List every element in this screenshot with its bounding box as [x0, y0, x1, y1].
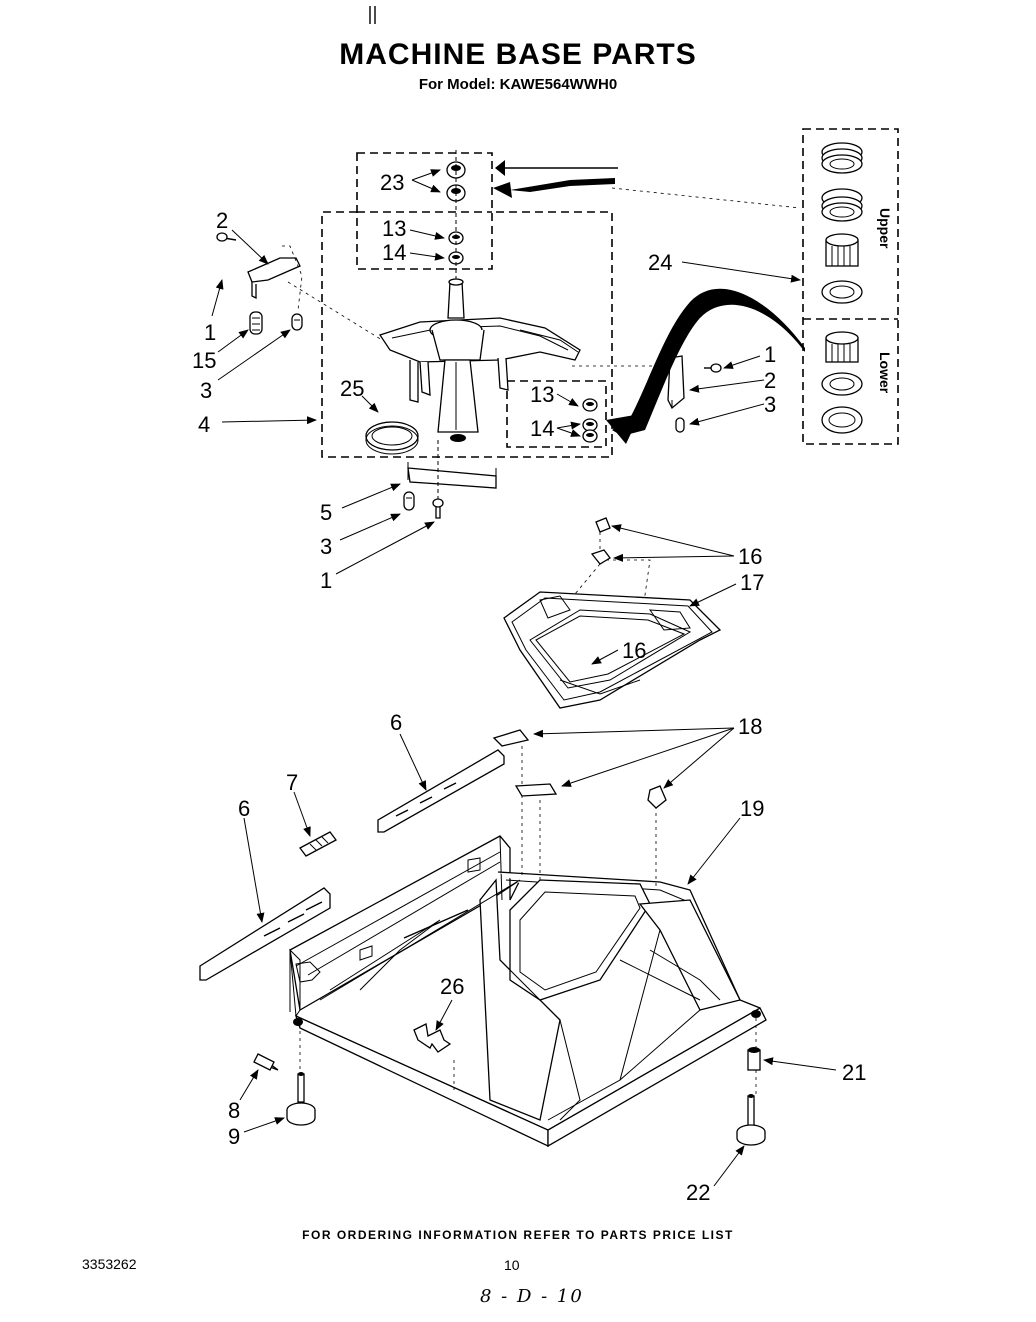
- clip-26: [413, 1023, 452, 1053]
- foot-insert-21: [747, 1047, 761, 1071]
- page-title: MACHINE BASE PARTS: [339, 38, 697, 71]
- callout-9: 9: [228, 1124, 240, 1149]
- inset-upper-label: Upper: [877, 208, 893, 249]
- callout-14-top: 14: [382, 240, 406, 265]
- callout-2-right: 2: [764, 368, 776, 393]
- callout-18: 18: [738, 714, 762, 739]
- washer-13-14: [448, 231, 464, 265]
- callout-7: 7: [286, 770, 298, 795]
- spider-assembly-box: [321, 211, 613, 458]
- suspension-plate-17: [503, 591, 722, 709]
- callout-23: 23: [380, 170, 404, 195]
- callout-16-plate: 16: [622, 638, 646, 663]
- foot-insert-8: [253, 1053, 279, 1071]
- pads-18: [492, 729, 667, 809]
- bracket-6-lower: [199, 887, 331, 981]
- callout-26: 26: [440, 974, 464, 999]
- callout-19: 19: [740, 796, 764, 821]
- handwritten-note: 8 - D - 10: [480, 1286, 584, 1307]
- upper-bearings: [821, 142, 863, 304]
- inset-lower-label: Lower: [877, 352, 893, 394]
- callout-leaders: [211, 169, 837, 1187]
- ordering-note: FOR ORDERING INFORMATION REFER TO PARTS …: [302, 1228, 734, 1242]
- base-frame-19: [289, 835, 767, 1148]
- lower-bearings: [821, 331, 863, 434]
- bracket-assembly-right: [572, 355, 722, 433]
- bracket-5: [403, 440, 497, 519]
- callout-13-right: 13: [530, 382, 554, 407]
- callout-5: 5: [320, 500, 332, 525]
- seal-25: [365, 421, 419, 455]
- spring-7: [299, 831, 337, 857]
- leveling-leg-22: [736, 1094, 766, 1146]
- callout-3-lower: 3: [320, 534, 332, 559]
- assembly-arrows: [493, 160, 805, 444]
- bearing-detail-box-top: [356, 152, 493, 270]
- callout-2-left: 2: [216, 208, 228, 233]
- bearing-inset-box: [802, 128, 899, 445]
- scan-mark: [369, 6, 376, 24]
- page-number: 10: [504, 1257, 520, 1273]
- callout-1-right: 1: [764, 342, 776, 367]
- callout-15: 15: [192, 348, 216, 373]
- callout-6-upper: 6: [390, 710, 402, 735]
- callout-1-lower: 1: [320, 568, 332, 593]
- bracket-6-upper: [377, 749, 505, 833]
- callout-6-lower: 6: [238, 796, 250, 821]
- callout-16-top: 16: [738, 544, 762, 569]
- callout-24: 24: [648, 250, 672, 275]
- callout-21: 21: [842, 1060, 866, 1085]
- assembly-guide-lines: [299, 746, 757, 1098]
- bearing-detail-box-right: [506, 380, 607, 448]
- callout-14-right: 14: [530, 416, 554, 441]
- callout-4: 4: [198, 412, 210, 437]
- callout-22: 22: [686, 1180, 710, 1205]
- callout-25: 25: [340, 376, 364, 401]
- callout-3-right: 3: [764, 392, 776, 417]
- callout-13-top: 13: [382, 216, 406, 241]
- callout-1-left: 1: [204, 320, 216, 345]
- leveling-leg-9: [286, 1072, 316, 1126]
- tub-support-spider: [378, 278, 581, 442]
- callout-8: 8: [228, 1098, 240, 1123]
- callout-17: 17: [740, 570, 764, 595]
- bracket-assembly-left: [216, 232, 303, 335]
- document-number: 3353262: [82, 1256, 137, 1272]
- washer-13-14-right: [582, 398, 598, 443]
- model-subtitle: For Model: KAWE564WWH0: [418, 76, 618, 93]
- callout-3-left: 3: [200, 378, 212, 403]
